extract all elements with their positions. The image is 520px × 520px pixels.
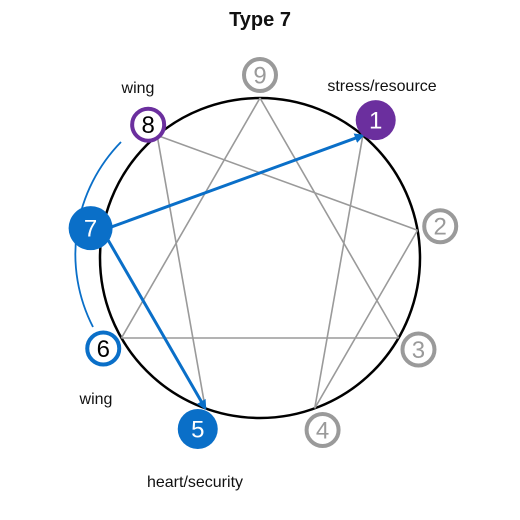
type-node-3: 3 — [400, 331, 437, 368]
inner-line-8-5 — [156, 135, 207, 409]
node-number-2: 2 — [434, 214, 447, 241]
stress-resource-label: stress/resource — [327, 78, 436, 95]
inner-line-4-2 — [314, 229, 419, 409]
enneagram-circle — [98, 96, 422, 420]
node-circle-1 — [355, 100, 396, 141]
arrow-7-to-5 — [101, 229, 207, 411]
type-node-6: 6 — [85, 330, 122, 367]
node-number-1: 1 — [369, 108, 382, 135]
node-number-7: 7 — [84, 216, 97, 243]
diagram-title: Type 7 — [229, 9, 291, 31]
type-node-4: 4 — [304, 411, 341, 448]
node-number-5: 5 — [191, 417, 204, 444]
type-node-9: 9 — [242, 57, 278, 93]
inner-line-6-9 — [120, 97, 261, 339]
wing-label-top: wing — [121, 80, 155, 97]
node-circle-9 — [242, 57, 278, 93]
type-nodes: 9 1 2 3 4 5 6 7 8 — [68, 57, 459, 450]
node-circle-2 — [422, 208, 459, 245]
node-circle-6 — [85, 330, 122, 367]
node-number-3: 3 — [412, 337, 425, 364]
direction-arrows — [101, 133, 365, 411]
type-node-8: 8 — [130, 106, 167, 143]
type-node-2: 2 — [422, 208, 459, 245]
type-node-7: 7 — [68, 206, 113, 251]
node-circle-5 — [177, 409, 218, 450]
node-number-8: 8 — [141, 112, 154, 139]
inner-line-2-8 — [156, 134, 418, 231]
node-circle-3 — [400, 331, 437, 368]
node-circle-8 — [130, 106, 167, 143]
node-number-9: 9 — [253, 63, 266, 90]
inner-line-9-3 — [259, 97, 400, 339]
node-number-4: 4 — [316, 417, 329, 444]
node-circle-7 — [68, 206, 113, 251]
node-number-6: 6 — [97, 336, 110, 363]
node-circle-4 — [304, 411, 341, 448]
inner-lines — [101, 97, 419, 409]
heart-security-label: heart/security — [147, 474, 243, 491]
type-node-1: 1 — [355, 100, 396, 141]
wing-label-bottom: wing — [79, 391, 113, 408]
inner-line-1-4 — [313, 135, 364, 409]
arrow-7-to-1 — [101, 133, 365, 232]
type-node-5: 5 — [177, 409, 218, 450]
